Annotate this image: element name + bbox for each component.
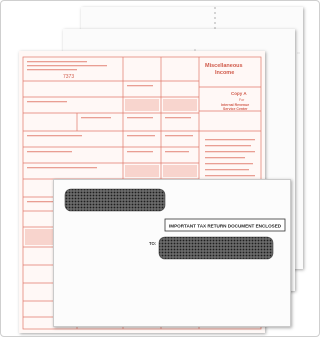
form-year: 7373 (63, 74, 74, 80)
envelope-art: IMPORTANT TAX RETURN DOCUMENT ENCLOSED T… (53, 179, 291, 327)
form-title-line2: Income (215, 70, 234, 76)
recipient-address-window (158, 236, 274, 260)
copy-sub-for: For (239, 98, 245, 102)
copy-sub-center: Service Center (223, 107, 248, 111)
envelope-banner-box (164, 218, 286, 232)
form-title-line1: Miscellaneous (205, 63, 243, 69)
envelope-banner-text: IMPORTANT TAX RETURN DOCUMENT ENCLOSED (169, 224, 282, 229)
return-address-window (64, 188, 166, 212)
envelope-to-label: TO: (149, 241, 156, 246)
copy-sub-irs: Internal Revenue (221, 103, 249, 107)
copy-label: Copy A (231, 91, 247, 96)
double-window-envelope: IMPORTANT TAX RETURN DOCUMENT ENCLOSED T… (53, 179, 291, 327)
